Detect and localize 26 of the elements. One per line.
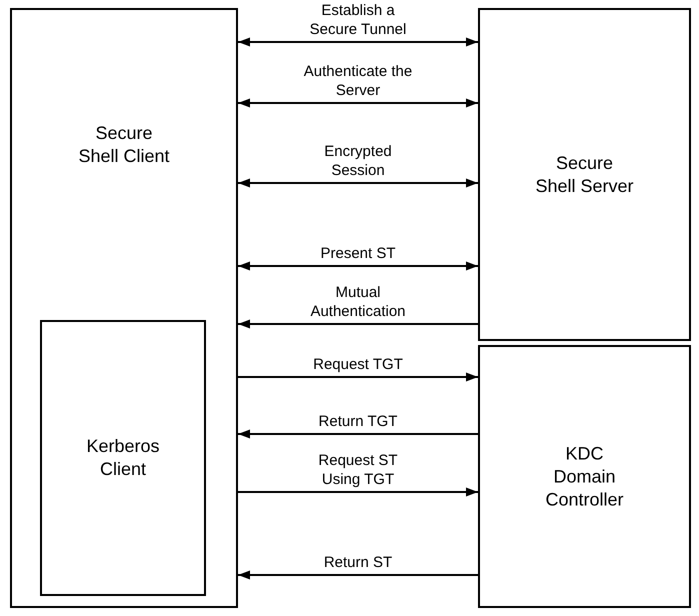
edge-label: Encrypted Session <box>323 142 393 180</box>
edge-label: Request TGT <box>312 355 404 374</box>
edge-label: Establish a Secure Tunnel <box>308 1 408 39</box>
arrow <box>238 570 478 580</box>
edge-label: Request ST Using TGT <box>317 451 399 489</box>
edge-label: Present ST <box>319 244 397 263</box>
arrow <box>238 488 478 496</box>
node-label: KDC Domain Controller <box>544 442 625 511</box>
node-label: Secure Shell Client <box>77 122 171 168</box>
arrow <box>238 98 478 108</box>
arrow <box>238 372 478 382</box>
edge-label: Return ST <box>322 553 394 572</box>
node-label: Kerberos Client <box>85 435 161 481</box>
process-box <box>10 8 238 608</box>
arrow <box>238 38 478 46</box>
arrow <box>238 262 478 270</box>
process-box <box>478 345 691 608</box>
arrow <box>238 430 478 438</box>
edge-label: Authenticate the Server <box>302 62 414 100</box>
edge-label: Mutual Authentication <box>309 283 407 321</box>
edge-label: Return TGT <box>318 412 398 431</box>
process-box <box>40 320 206 596</box>
arrow <box>238 178 478 188</box>
process-box <box>478 8 691 341</box>
arrow <box>238 320 478 328</box>
node-label: Secure Shell Server <box>534 152 634 198</box>
